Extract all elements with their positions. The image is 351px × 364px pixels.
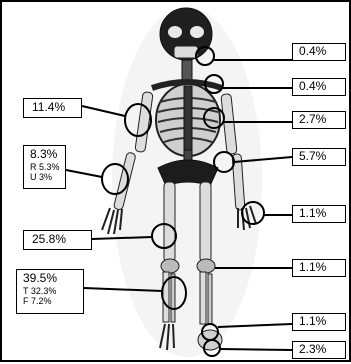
- neck-vertebrae: [182, 60, 192, 80]
- label-clavicle-ribs-value: 2.7%: [299, 113, 339, 127]
- label-femur-value: 25.8%: [32, 233, 83, 247]
- label-pelvis-value: 5.7%: [299, 150, 339, 164]
- femur-left: [164, 182, 175, 262]
- eye-socket-right: [190, 26, 204, 38]
- label-humerus: 11.4%: [23, 98, 82, 118]
- label-clavicle-ribs: 2.7%: [292, 111, 346, 129]
- femur-right: [200, 182, 211, 262]
- label-skull-value: 0.4%: [299, 45, 339, 59]
- label-foot: 2.3%: [292, 341, 346, 359]
- label-forearm: 8.3% R 5.3% U 3%: [23, 145, 66, 189]
- leader-forearm: [66, 170, 102, 177]
- label-forearm-value: 8.3%: [30, 148, 59, 162]
- tibia-right: [200, 272, 206, 324]
- label-fibula-value: F 7.2%: [23, 296, 77, 306]
- label-tibia-value: T 32.3%: [23, 286, 77, 296]
- knee-right: [197, 259, 215, 273]
- label-forearm-ulna: U 3%: [30, 172, 59, 182]
- label-neck-value: 0.4%: [299, 80, 339, 94]
- fibula-left: [171, 274, 175, 322]
- label-femur: 25.8%: [23, 230, 92, 250]
- label-hand: 1.1%: [292, 205, 346, 223]
- label-tibia-fibula: 39.5% T 32.3% F 7.2%: [16, 269, 84, 314]
- label-neck: 0.4%: [292, 78, 346, 96]
- label-ankle: 1.1%: [292, 313, 346, 331]
- label-pelvis: 5.7%: [292, 148, 346, 166]
- knee-left: [161, 259, 179, 273]
- label-knee: 1.1%: [292, 259, 346, 277]
- label-skull: 0.4%: [292, 43, 346, 61]
- label-humerus-value: 11.4%: [32, 101, 73, 115]
- label-hand-value: 1.1%: [299, 207, 339, 221]
- label-foot-value: 2.3%: [299, 343, 339, 357]
- eye-socket-left: [168, 26, 182, 38]
- leader-foot: [220, 349, 292, 350]
- spine-upper: [184, 86, 192, 150]
- label-forearm-radius: R 5.3%: [30, 162, 59, 172]
- label-ankle-value: 1.1%: [299, 315, 339, 329]
- jaw: [174, 46, 198, 58]
- fibula-right: [208, 274, 212, 324]
- label-knee-value: 1.1%: [299, 261, 339, 275]
- label-tibia-fibula-value: 39.5%: [23, 272, 77, 286]
